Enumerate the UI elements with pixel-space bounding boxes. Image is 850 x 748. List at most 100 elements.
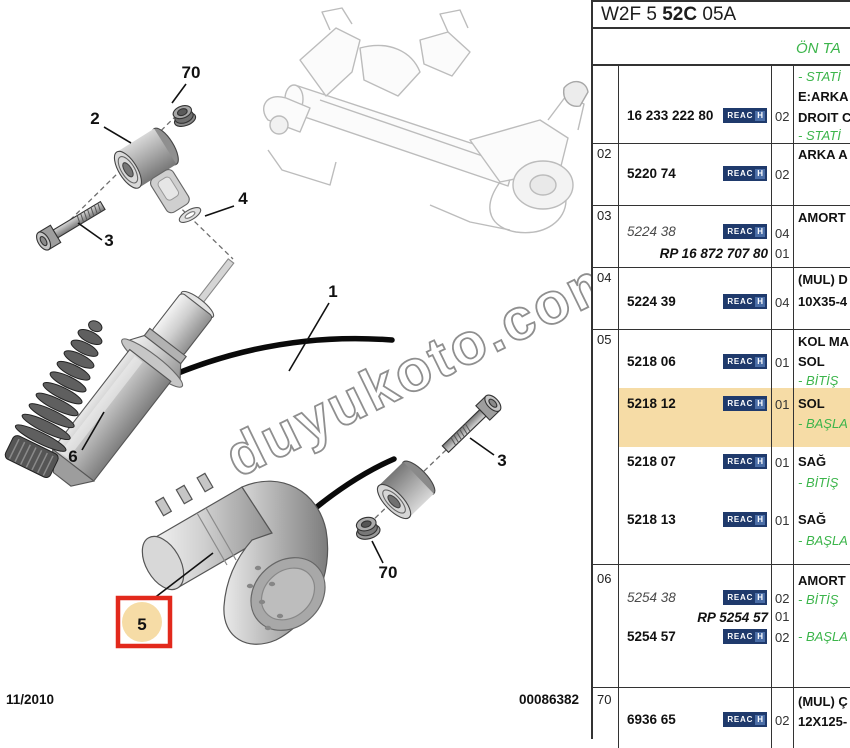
desc-line: - BİTİŞ: [798, 475, 839, 490]
part-number[interactable]: 5218 07: [627, 454, 676, 469]
qty-value: 02: [775, 630, 790, 645]
callout-1[interactable]: 1: [328, 282, 337, 301]
qty-value: 01: [775, 609, 790, 624]
callout-4[interactable]: 4: [238, 189, 248, 208]
bump-stop-bellows-illustration: [4, 320, 103, 478]
reach-text-h: H: [755, 631, 765, 642]
callout-5-highlighted[interactable]: 5: [115, 595, 173, 649]
desc-line: AMORT: [798, 210, 846, 225]
ref-cell: 05: [593, 330, 619, 564]
part-number[interactable]: 6936 65: [627, 712, 676, 727]
catalog-code-title: W2F 5 52C 05A: [593, 2, 850, 29]
replacement-part-number[interactable]: RP 5254 57: [697, 610, 768, 625]
qty-value: 01: [775, 355, 790, 370]
reach-text: REAC: [727, 226, 754, 236]
bolt-front-illustration: [36, 200, 106, 251]
section-header: ÖN TA: [593, 29, 850, 66]
qty-value: 01: [775, 397, 790, 412]
desc-line: - STATİ: [798, 69, 841, 84]
part-number[interactable]: 5220 74: [627, 166, 676, 181]
section-header-text: ÖN TA: [796, 40, 841, 57]
part-number[interactable]: 16 233 222 80: [627, 108, 714, 123]
reach-text-h: H: [755, 356, 765, 367]
qty-value: 01: [775, 455, 790, 470]
desc-line: ARKA A: [798, 147, 848, 162]
callout-5-label: 5: [137, 615, 146, 634]
reach-text-h: H: [755, 456, 765, 467]
desc-line: - BAŞLA: [798, 629, 848, 644]
reach-text-h: H: [755, 296, 765, 307]
part-number[interactable]: 5218 13: [627, 512, 676, 527]
desc-line: - BİTİŞ: [798, 373, 839, 388]
reach-text: REAC: [727, 168, 754, 178]
protection-cover-illustration: [141, 472, 329, 645]
callout-3-right[interactable]: 3: [497, 451, 506, 470]
watermark-text: duyukoto.com: [215, 242, 592, 490]
reach-text: REAC: [727, 456, 754, 466]
part-number[interactable]: 5218 12: [627, 396, 676, 411]
part-number[interactable]: 5224 39: [627, 294, 676, 309]
part-number[interactable]: 5218 06: [627, 354, 676, 369]
ref-cell: 06: [593, 565, 619, 687]
callout-3-left[interactable]: 3: [104, 231, 113, 250]
reach-text-h: H: [755, 110, 765, 121]
qty-value: 01: [775, 513, 790, 528]
desc-line: - BAŞLA: [798, 416, 848, 431]
code-bold: 52C: [662, 3, 698, 25]
bushing-bracket-illustration: [150, 169, 190, 214]
desc-line: KOL MA: [798, 334, 850, 349]
reach-text-h: H: [755, 714, 765, 725]
ref-cell: 03: [593, 206, 619, 267]
reach-text-h: H: [755, 398, 765, 409]
qty-value: 02: [775, 109, 790, 124]
callout-70-top[interactable]: 70: [182, 63, 201, 82]
callout-2[interactable]: 2: [90, 109, 99, 128]
part-number-superseded[interactable]: 5254 38: [627, 590, 676, 605]
part-number[interactable]: 5254 57: [627, 629, 676, 644]
desc-line: AMORT: [798, 573, 846, 588]
reach-text: REAC: [727, 296, 754, 306]
ref-cell: 02: [593, 144, 619, 205]
ref-cell: [593, 66, 619, 143]
rear-axle-assembly-illustration: [263, 7, 589, 234]
callout-leader-lines: [77, 83, 495, 600]
desc-line: SOL: [798, 396, 825, 411]
reach-text-h: H: [755, 226, 765, 237]
reach-text: REAC: [727, 356, 754, 366]
replacement-part-number[interactable]: RP 16 872 707 80: [659, 246, 768, 261]
desc-line: DROIT C: [798, 110, 850, 125]
desc-line: 12X125-: [798, 714, 848, 729]
callout-6[interactable]: 6: [68, 447, 77, 466]
reach-text-h: H: [755, 514, 765, 525]
desc-line: SAĞ: [798, 454, 827, 469]
part-number-superseded[interactable]: 5224 38: [627, 224, 676, 239]
shock-eye-bushing-illustration: [376, 460, 436, 520]
qty-value: 02: [775, 591, 790, 606]
callout-70-bottom[interactable]: 70: [379, 563, 398, 582]
qty-value: 04: [775, 226, 790, 241]
qty-value: 01: [775, 246, 790, 261]
ref-cell: 70: [593, 688, 619, 748]
